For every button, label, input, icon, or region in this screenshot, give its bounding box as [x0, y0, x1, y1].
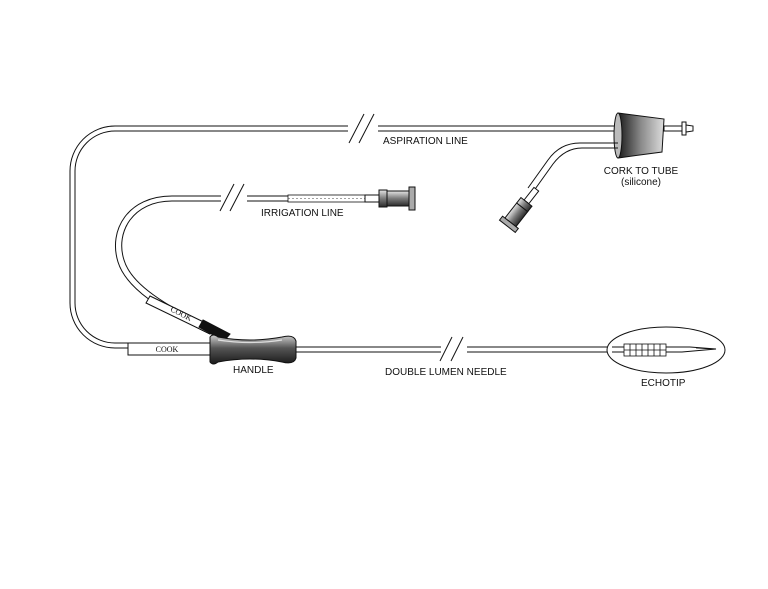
aspiration-line-tube	[69, 113, 614, 349]
irrigation-luer-connector	[364, 186, 416, 211]
side-port-line	[527, 142, 618, 193]
label-cork-material: (silicone)	[621, 177, 661, 188]
label-double-lumen-needle: DOUBLE LUMEN NEEDLE	[385, 367, 507, 378]
label-irrigation-line: IRRIGATION LINE	[261, 208, 344, 219]
echogenic-pattern	[623, 343, 667, 357]
echotip-detail	[606, 326, 726, 374]
double-lumen-needle	[296, 336, 612, 362]
side-port-luer-connector	[498, 186, 540, 234]
brand-mark-lower: COOK	[156, 345, 179, 354]
cork-to-tube	[613, 112, 665, 159]
label-echotip: ECHOTIP	[641, 378, 686, 389]
label-cork-to-tube: CORK TO TUBE	[604, 166, 679, 177]
label-handle: HANDLE	[233, 365, 274, 376]
handle	[209, 334, 297, 365]
label-aspiration-line: ASPIRATION LINE	[383, 136, 468, 147]
irrigation-line-tube	[114, 183, 366, 335]
cork-outlet-stem	[663, 121, 694, 136]
